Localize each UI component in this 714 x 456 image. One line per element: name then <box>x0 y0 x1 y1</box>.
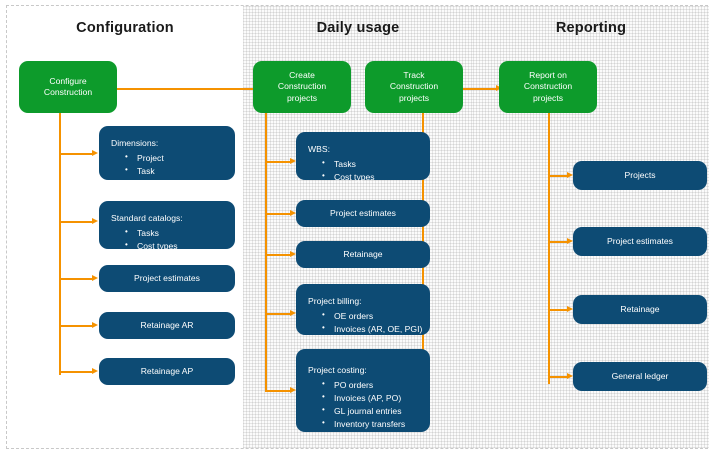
node-daily-retainage[interactable]: Retainage <box>296 241 430 268</box>
connector-reporting-branch-4 <box>548 376 568 378</box>
node-project-costing-list: PO orders Invoices (AP, PO) GL journal e… <box>308 378 430 430</box>
list-item: Tasks <box>125 226 235 239</box>
connector-config-branch-3 <box>59 278 93 280</box>
list-item: Invoices (AP, PO) <box>322 391 430 404</box>
node-project-billing-heading: Project billing: <box>308 296 362 306</box>
node-project-costing[interactable]: Project costing: PO orders Invoices (AP,… <box>296 349 430 432</box>
connector-daily-to-reporting <box>463 88 497 90</box>
connector-config-branch-2 <box>59 221 93 223</box>
arrowhead-config-4 <box>92 322 98 328</box>
column-heading-daily-usage: Daily usage <box>316 20 400 36</box>
list-item: Invoices (AR, OE, PGI) <box>322 322 430 335</box>
arrowhead-reporting-4 <box>567 373 573 379</box>
connector-reporting-spine <box>548 112 550 384</box>
node-dimensions-heading: Dimensions: <box>111 138 159 148</box>
list-item: Tasks <box>322 157 430 170</box>
connector-config-spine <box>59 112 61 375</box>
connector-config-branch-4 <box>59 325 93 327</box>
list-item: Cost types <box>322 170 430 183</box>
node-wbs-heading: WBS: <box>308 144 330 154</box>
list-item: Cost type <box>125 177 235 190</box>
node-track-construction-projects[interactable]: Track Construction projects <box>365 61 463 113</box>
node-reporting-general-ledger[interactable]: General ledger <box>573 362 707 391</box>
connector-reporting-branch-3 <box>548 309 568 311</box>
node-project-billing[interactable]: Project billing: OE orders Invoices (AR,… <box>296 284 430 335</box>
arrowhead-daily-left-4 <box>290 310 296 316</box>
list-item: Inventory transfers <box>322 417 430 430</box>
connector-daily-left-branch-5 <box>265 390 291 392</box>
node-dimensions-list: Project Task Cost type <box>111 151 235 190</box>
list-item: OE orders <box>322 309 430 322</box>
connector-config-to-daily <box>117 88 258 90</box>
arrowhead-config-3 <box>92 275 98 281</box>
node-retainage-ap[interactable]: Retainage AP <box>99 358 235 385</box>
connector-config-branch-1 <box>59 153 93 155</box>
arrowhead-reporting-1 <box>567 172 573 178</box>
node-wbs[interactable]: WBS: Tasks Cost types <box>296 132 430 183</box>
node-retainage-ar[interactable]: Retainage AR <box>99 312 235 339</box>
node-dimensions[interactable]: Dimensions: Project Task Cost type <box>99 126 235 189</box>
node-report-on-construction-projects[interactable]: Report on Construction projects <box>499 61 597 113</box>
connector-reporting-branch-1 <box>548 175 568 177</box>
node-daily-project-estimates[interactable]: Project estimates <box>296 200 430 227</box>
arrowhead-daily-left-2 <box>290 210 296 216</box>
node-standard-catalogs[interactable]: Standard catalogs: Tasks Cost types <box>99 201 235 252</box>
connector-daily-left-spine <box>265 112 267 391</box>
arrowhead-daily-left-5 <box>290 387 296 393</box>
arrowhead-daily-left-3 <box>290 251 296 257</box>
connector-config-branch-5 <box>59 371 93 373</box>
arrowhead-config-2 <box>92 218 98 224</box>
list-item: GL journal entries <box>322 404 430 417</box>
node-standard-catalogs-list: Tasks Cost types <box>111 226 235 252</box>
node-standard-catalogs-heading: Standard catalogs: <box>111 213 183 223</box>
connector-daily-left-branch-1 <box>265 161 291 163</box>
diagram-frame: Configuration Daily usage Reporting Conf… <box>6 5 709 449</box>
node-reporting-projects[interactable]: Projects <box>573 161 707 190</box>
node-reporting-retainage[interactable]: Retainage <box>573 295 707 324</box>
list-item: Cost types <box>125 239 235 252</box>
connector-reporting-branch-2 <box>548 241 568 243</box>
node-wbs-list: Tasks Cost types <box>308 157 430 183</box>
column-heading-configuration: Configuration <box>76 20 174 36</box>
arrowhead-config-1 <box>92 150 98 156</box>
connector-daily-left-branch-2 <box>265 213 291 215</box>
node-create-construction-projects[interactable]: Create Construction projects <box>253 61 351 113</box>
node-reporting-project-estimates[interactable]: Project estimates <box>573 227 707 256</box>
list-item: Task <box>125 164 235 177</box>
node-project-billing-list: OE orders Invoices (AR, OE, PGI) <box>308 309 430 335</box>
list-item: PO orders <box>322 378 430 391</box>
node-project-costing-heading: Project costing: <box>308 365 367 375</box>
node-configure-construction[interactable]: Configure Construction <box>19 61 117 113</box>
connector-daily-left-branch-3 <box>265 254 291 256</box>
column-heading-reporting: Reporting <box>555 20 627 36</box>
arrowhead-daily-left-1 <box>290 158 296 164</box>
connector-daily-left-branch-4 <box>265 313 291 315</box>
node-config-project-estimates[interactable]: Project estimates <box>99 265 235 292</box>
arrowhead-config-5 <box>92 368 98 374</box>
arrowhead-reporting-3 <box>567 306 573 312</box>
arrowhead-reporting-2 <box>567 238 573 244</box>
list-item: Project <box>125 151 235 164</box>
